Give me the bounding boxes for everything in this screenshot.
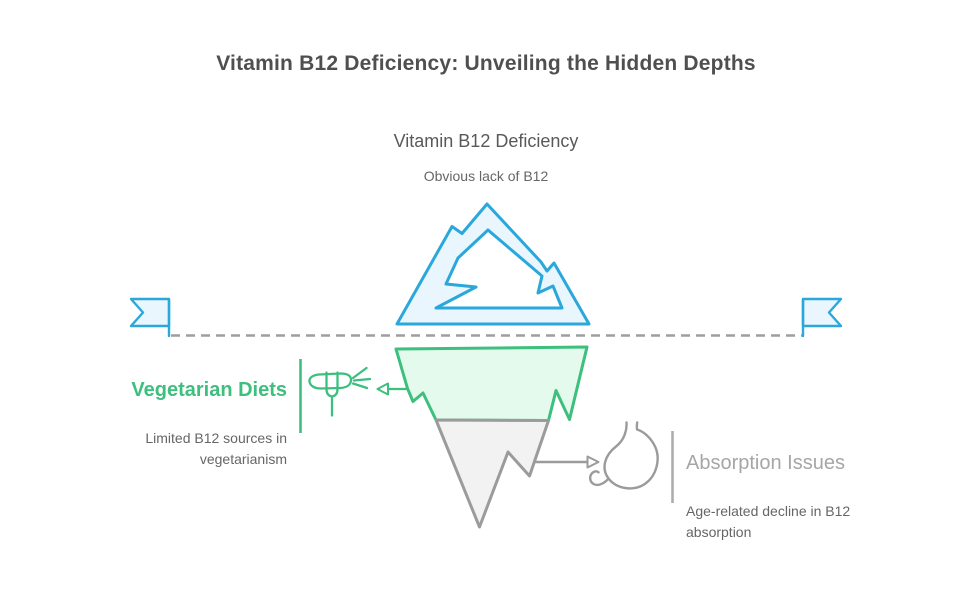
right-callout: Absorption Issues Age-related decline in… <box>686 433 876 561</box>
left-arrow <box>376 382 409 396</box>
iceberg-deep-section <box>434 418 550 529</box>
right-callout-description: Age-related decline in B12 absorption <box>686 503 851 540</box>
left-flag-icon <box>129 297 171 338</box>
iceberg-mid-section <box>394 345 589 422</box>
iceberg-inner-peak <box>434 228 564 310</box>
right-flag-icon <box>801 297 843 338</box>
iceberg-heading: Vitamin B12 Deficiency <box>393 131 579 151</box>
iceberg-subheading: Obvious lack of B12 <box>423 168 549 184</box>
right-callout-title: Absorption Issues <box>686 452 845 474</box>
left-callout-title: Vegetarian Diets <box>131 379 287 401</box>
carrot-icon <box>308 366 372 417</box>
left-callout: Vegetarian Diets Limited B12 sources in … <box>123 360 287 488</box>
left-callout-description: Limited B12 sources in vegetarianism <box>145 430 287 467</box>
right-arrow <box>533 455 600 469</box>
stomach-icon <box>588 421 659 490</box>
page-title: Vitamin B12 Deficiency: Unveiling the Hi… <box>216 52 756 75</box>
